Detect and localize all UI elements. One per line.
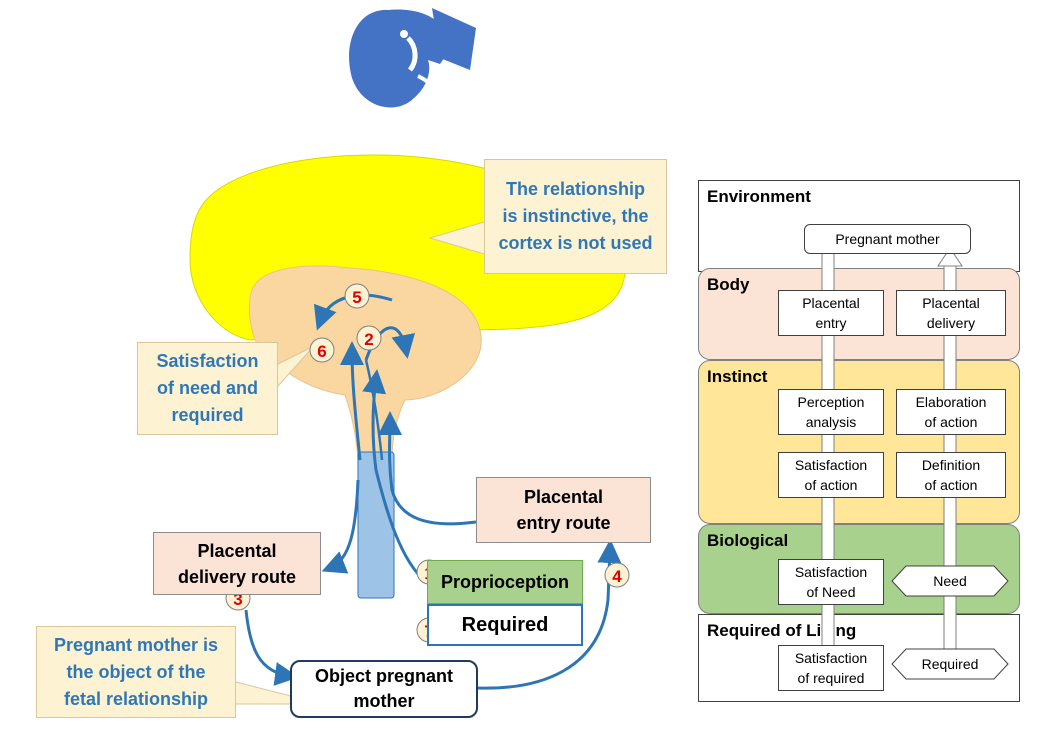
satisfaction-of-required-box: Satisfaction of required xyxy=(778,645,884,691)
mini-line: Satisfaction xyxy=(794,457,868,473)
route-line: Placental xyxy=(523,487,604,507)
required-label-right: Required xyxy=(906,651,994,677)
callout-line: Pregnant mother is xyxy=(53,634,219,655)
required-label: Required xyxy=(461,613,549,636)
mini-line: Satisfaction xyxy=(794,564,868,580)
satisfaction-of-need-box: Satisfaction of Need xyxy=(778,559,884,605)
callout-line: Satisfaction xyxy=(156,351,259,371)
callout-instinctive: The relationship is instinctive, the cor… xyxy=(484,159,667,274)
svg-text:6: 6 xyxy=(317,342,326,361)
placental-delivery-route-box: Placental delivery route xyxy=(153,532,321,595)
satisfaction-of-action-box: Satisfaction of action xyxy=(778,452,884,498)
callout-line: of need and xyxy=(156,378,258,398)
object-pregnant-mother-box: Object pregnant mother xyxy=(290,660,478,718)
fetus-icon xyxy=(349,8,476,108)
callout-line: cortex is not used xyxy=(498,233,653,253)
mini-line: Definition xyxy=(921,457,981,473)
step-4: 4 xyxy=(604,562,630,588)
mini-line: entry xyxy=(815,315,847,331)
route-line: delivery route xyxy=(177,566,297,587)
svg-text:4: 4 xyxy=(612,567,622,586)
mini-line: Required xyxy=(921,656,979,672)
object-line: mother xyxy=(353,691,415,711)
panel-title-instinct: Instinct xyxy=(707,367,768,386)
step-2: 2 xyxy=(356,325,382,351)
mini-line: analysis xyxy=(805,414,857,430)
mini-line: Placental xyxy=(922,295,980,311)
mini-line: delivery xyxy=(926,315,976,331)
callout-line: the object of the xyxy=(66,661,206,682)
svg-text:2: 2 xyxy=(364,330,373,349)
callout-line: is instinctive, the xyxy=(502,206,649,226)
mini-line: of Need xyxy=(806,584,856,600)
callout-pregnant-mother: Pregnant mother is the object of the fet… xyxy=(36,626,236,718)
mini-line: Elaboration xyxy=(915,394,987,410)
placental-entry-box: Placental entry xyxy=(778,290,884,336)
mini-line: Perception xyxy=(797,394,865,410)
pregnant-mother-box: Pregnant mother xyxy=(804,224,971,254)
callout-line: required xyxy=(171,405,244,425)
mini-line: of action xyxy=(804,477,858,493)
panel-title-biological: Biological xyxy=(707,531,789,550)
brainstem-shape xyxy=(357,451,395,599)
definition-of-action-box: Definition of action xyxy=(896,452,1006,498)
mini-line: of required xyxy=(797,670,865,686)
step-5: 5 xyxy=(344,283,370,309)
mini-line: Placental xyxy=(802,295,860,311)
callout-satisfaction: Satisfaction of need and required xyxy=(137,342,278,435)
mini-line: Need xyxy=(933,573,967,589)
panel-instinct: Instinct xyxy=(698,360,1020,524)
step-6: 6 xyxy=(309,337,335,363)
proprioception-label: Proprioception xyxy=(440,571,569,592)
panel-title-environment: Environment xyxy=(707,187,811,206)
object-line: Object pregnant xyxy=(314,666,453,686)
required-box: Required xyxy=(427,604,583,646)
mini-line: of action xyxy=(924,477,978,493)
need-label: Need xyxy=(906,568,994,594)
elaboration-of-action-box: Elaboration of action xyxy=(896,389,1006,435)
placental-entry-route-box: Placental entry route xyxy=(476,477,651,543)
proprioception-box: Proprioception xyxy=(427,560,583,604)
route-line: entry route xyxy=(516,513,611,533)
mini-line: Pregnant mother xyxy=(835,231,940,247)
callout-top-tail xyxy=(428,221,485,255)
route-line: Placental xyxy=(197,540,277,561)
panel-title-body: Body xyxy=(707,275,750,294)
mini-line: Satisfaction xyxy=(794,650,868,666)
svg-text:5: 5 xyxy=(352,288,361,307)
placental-delivery-box: Placental delivery xyxy=(896,290,1006,336)
mini-line: of action xyxy=(924,414,978,430)
perception-analysis-box: Perception analysis xyxy=(778,389,884,435)
panel-title-required-of-living: Required of Living xyxy=(707,621,857,640)
callout-line: The relationship xyxy=(505,179,646,199)
callout-line: fetal relationship xyxy=(63,688,209,709)
svg-text:3: 3 xyxy=(233,590,242,609)
